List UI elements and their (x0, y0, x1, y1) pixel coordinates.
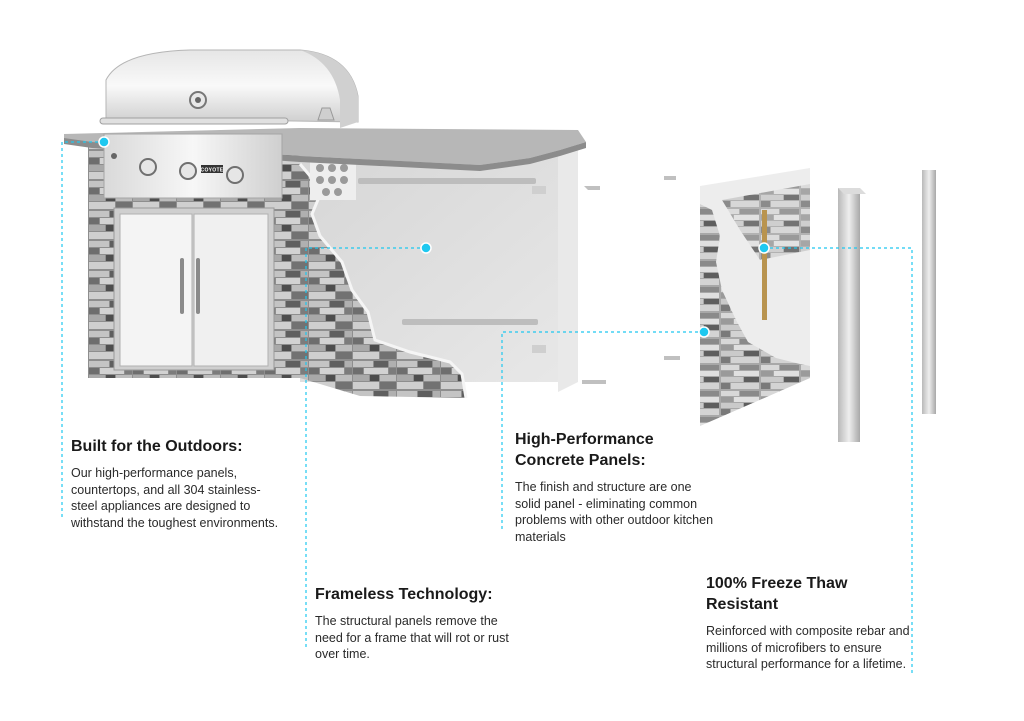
clip-b (532, 345, 546, 353)
callout-title: Built for the Outdoors: (71, 438, 243, 455)
access-doors (113, 207, 275, 371)
dot-frameless (420, 242, 432, 254)
callout-body: The finish and structure are one solid p… (515, 480, 714, 544)
corner-post (838, 188, 860, 442)
broken-stone-edge (298, 163, 468, 399)
clip-a (532, 186, 546, 194)
callout-built-for-outdoors: Built for the Outdoors: Our high-perform… (71, 436, 286, 531)
panel-rail-top (358, 178, 536, 184)
brand-name: COYOTE (201, 168, 224, 174)
brand-badge (201, 165, 223, 173)
panel-rebar (762, 210, 767, 320)
door-handle-left (180, 258, 184, 314)
control-knob-3 (226, 166, 244, 184)
mounting-brackets (582, 176, 680, 384)
leader-outdoors (61, 141, 104, 520)
hood-handle (99, 117, 289, 125)
dot-outdoors (98, 136, 110, 148)
callout-concrete-panels: High-Performance Concrete Panels: The fi… (515, 429, 720, 545)
callout-freeze-thaw: 100% Freeze Thaw Resistant Reinforced wi… (706, 573, 911, 673)
grill-hood-end (300, 50, 358, 128)
callout-dots (98, 136, 770, 338)
door-handle-right (196, 258, 200, 314)
callout-title: Frameless Technology: (315, 586, 493, 603)
panel-rail-bottom (402, 319, 538, 325)
island-end-face (558, 140, 578, 392)
callout-body: The structural panels remove the need fo… (315, 614, 509, 661)
leader-frameless (305, 247, 426, 648)
callout-leaders (61, 141, 913, 676)
callout-title: 100% Freeze Thaw Resistant (706, 575, 848, 613)
corner-trim (922, 170, 936, 414)
dot-freeze (758, 242, 770, 254)
callout-body: Reinforced with composite rebar and mill… (706, 624, 910, 671)
leader-freeze (764, 247, 913, 676)
dot-concrete (698, 326, 710, 338)
callout-title: High-Performance Concrete Panels: (515, 431, 654, 469)
callout-frameless-technology: Frameless Technology: The structural pan… (315, 584, 525, 663)
panel-stone-cutaway (700, 204, 810, 426)
callout-body: Our high-performance panels, countertops… (71, 466, 279, 530)
leader-concrete (501, 331, 704, 532)
grill: COYOTE (99, 49, 359, 199)
door-right (193, 213, 269, 367)
exploded-concrete-panel (700, 168, 810, 426)
control-knob-1 (139, 158, 157, 176)
control-knob-2 (179, 162, 197, 180)
